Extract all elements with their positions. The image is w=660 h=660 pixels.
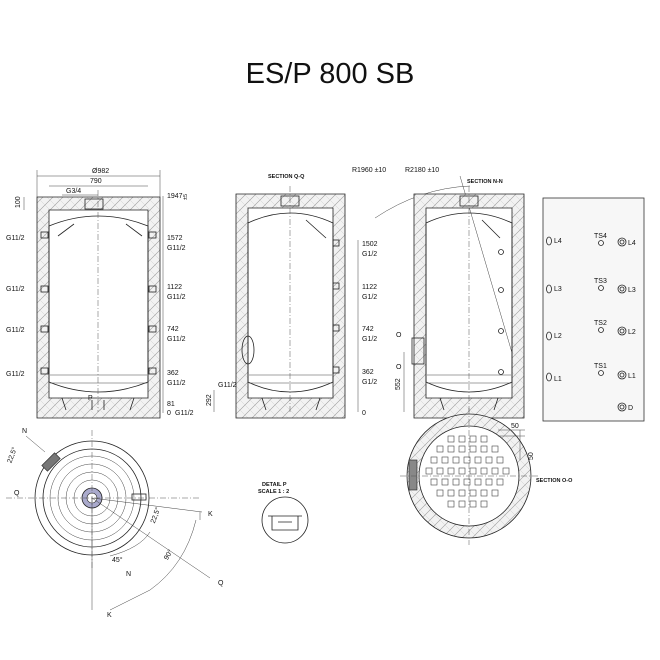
front-elevation-view: Ø982 790 G3/4 100 G11/2 G11/2 G11/2 G11/…	[6, 168, 194, 419]
panel-ts3: TS3	[594, 278, 607, 285]
right-conn-1: G11/2	[167, 245, 186, 252]
top-connection-label: G3/4	[66, 188, 81, 195]
panel-right-l2: L2	[628, 329, 636, 336]
radius-1960: R1960 ±10	[352, 167, 386, 174]
panel-sensor-ports	[598, 237, 627, 412]
panel-left-ports	[546, 236, 552, 382]
level-742: 742	[167, 326, 179, 333]
front-left-connections	[40, 231, 157, 375]
detail-p-title: DETAIL P	[262, 482, 287, 488]
radius-2180: R2180 ±10	[405, 167, 439, 174]
detail-p-marker: P	[88, 395, 93, 402]
panel-left-l3: L3	[554, 286, 562, 293]
left-conn-3: G11/2	[6, 327, 25, 334]
panel-d: D	[628, 405, 633, 412]
section-q-q-view: SECTION Q-Q 1502 G1/2 1122 G1/2 742 G1/2…	[206, 174, 378, 419]
level-1572: 1572	[167, 235, 183, 242]
panel-right-l1: L1	[628, 373, 636, 380]
panel-ts4: TS4	[594, 233, 607, 240]
panel-ts1: TS1	[594, 363, 607, 370]
detail-p: DETAIL P SCALE 1 : 2	[258, 482, 309, 544]
width-label: 790	[90, 178, 102, 185]
right-conn-5: G11/2	[175, 410, 194, 417]
level-81: 81	[167, 401, 175, 408]
nn-side-dim: 552	[395, 378, 402, 390]
plan-k-right: K	[208, 511, 213, 518]
qq-level-742: 742	[362, 326, 374, 333]
angle-22-5-right: 22,5°	[149, 506, 162, 524]
qq-side-dim: 292	[206, 394, 213, 406]
qq-conn-2: G1/2	[362, 294, 377, 301]
tolerance-label: ±5	[183, 194, 189, 200]
section-o-o-view: 50 50 SECTION O-O	[400, 408, 573, 545]
qq-level-1122: 1122	[362, 284, 377, 291]
left-conn-1: G11/2	[6, 235, 25, 242]
right-conn-2: G11/2	[167, 294, 186, 301]
angle-22-5-top: 22,5°	[6, 446, 19, 464]
connection-panel: L4 L3 L2 L1 TS4 TS3 TS2 TS1 L4 L3 L2 L1 …	[542, 197, 645, 422]
panel-right-l3: L3	[628, 287, 636, 294]
level-1122: 1122	[167, 284, 182, 291]
left-conn-4: G11/2	[6, 371, 25, 378]
section-n-n-view: R1960 ±10 R2180 ±10 SECTION N-N O O 552	[352, 167, 525, 419]
section-q-q-label: SECTION Q-Q	[268, 174, 305, 180]
left-conn-2: G11/2	[6, 286, 25, 293]
qq-side-conn: G11/2	[218, 382, 237, 389]
section-o-o-label: SECTION O-O	[536, 478, 573, 484]
qq-level-zero: 0	[362, 410, 366, 417]
angle-90: 90°	[162, 548, 174, 561]
section-o-grid	[425, 435, 510, 508]
section-o-dim-a: 50	[511, 423, 519, 430]
plan-k-bottom: K	[107, 612, 112, 619]
panel-ts2: TS2	[594, 320, 607, 327]
panel-left-l2: L2	[554, 333, 562, 340]
section-o-dim-b: 50	[528, 452, 535, 460]
panel-left-l4: L4	[554, 238, 562, 245]
qq-level-362: 362	[362, 369, 374, 376]
diameter-label: Ø982	[92, 168, 109, 175]
section-o-marker-top: O	[396, 332, 402, 339]
level-362: 362	[167, 370, 179, 377]
top-offset-label: 100	[15, 196, 22, 208]
level-1947: 1947	[167, 193, 183, 200]
drawing-title: ES/P 800 SB	[245, 58, 415, 90]
plan-view: 22,5° N Q K 22,5° 45° 90° N Q K	[6, 428, 224, 619]
section-o-marker-bottom: O	[396, 364, 402, 371]
qq-conn-3: G1/2	[362, 336, 377, 343]
panel-right-l4: L4	[628, 240, 636, 247]
angle-45: 45°	[112, 556, 123, 564]
qq-conn-4: G1/2	[362, 379, 377, 386]
qq-conn-1: G1/2	[362, 251, 377, 258]
plan-n-bottom: N	[126, 571, 131, 578]
plan-q-left: Q	[14, 490, 20, 497]
panel-left-l1: L1	[554, 376, 562, 383]
qq-level-1502: 1502	[362, 241, 378, 248]
plan-q-bottom: Q	[218, 580, 224, 587]
right-conn-3: G11/2	[167, 336, 186, 343]
right-conn-4: G11/2	[167, 380, 186, 387]
level-zero: 0	[167, 410, 171, 417]
detail-p-scale: SCALE 1 : 2	[258, 489, 289, 495]
plan-n-top: N	[22, 428, 27, 435]
section-n-n-label: SECTION N-N	[467, 179, 503, 185]
